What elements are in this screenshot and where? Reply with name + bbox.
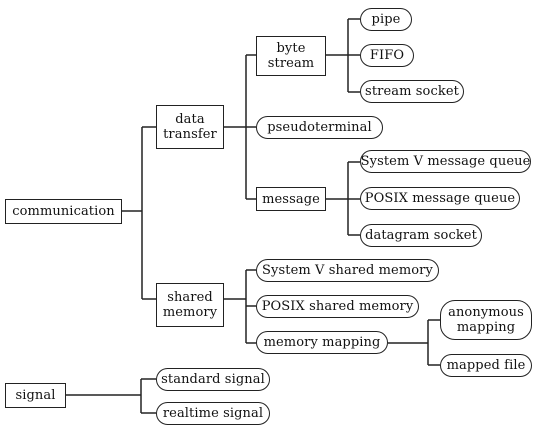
node-system-v-shared-memory-label: System V shared memory: [262, 263, 433, 278]
node-system-v-shared-memory: System V shared memory: [256, 259, 439, 282]
node-communication: communication: [5, 199, 122, 224]
node-mapped-file-label: mapped file: [446, 358, 526, 373]
node-anonymous-mapping-label-line1: anonymous: [448, 305, 524, 320]
node-datagram-socket-label: datagram socket: [365, 228, 477, 243]
node-data-transfer: data transfer: [156, 105, 224, 149]
node-realtime-signal: realtime signal: [156, 402, 270, 425]
node-stream-socket-label: stream socket: [365, 84, 459, 99]
node-realtime-signal-label: realtime signal: [162, 406, 264, 421]
node-fifo-label: FIFO: [369, 48, 405, 63]
node-anonymous-mapping: anonymous mapping: [440, 300, 532, 340]
node-shared-memory-label-line2: memory: [162, 305, 218, 320]
node-memory-mapping-label: memory mapping: [263, 335, 381, 350]
node-standard-signal: standard signal: [156, 368, 270, 391]
node-byte-stream-label-line2: stream: [267, 56, 315, 71]
node-pseudoterminal: pseudoterminal: [256, 116, 383, 139]
node-standard-signal-label: standard signal: [161, 372, 265, 387]
node-shared-memory: shared memory: [156, 283, 224, 327]
node-pipe: pipe: [360, 8, 412, 31]
node-posix-message-queue-label: POSIX message queue: [364, 191, 516, 206]
node-message-label: message: [262, 191, 320, 207]
node-posix-message-queue: POSIX message queue: [360, 187, 520, 210]
node-fifo: FIFO: [360, 44, 414, 67]
node-system-v-message-queue: System V message queue: [360, 150, 531, 173]
node-anonymous-mapping-label-line2: mapping: [456, 320, 516, 335]
node-pipe-label: pipe: [371, 12, 401, 27]
node-message: message: [256, 187, 326, 211]
node-system-v-message-queue-label: System V message queue: [360, 154, 531, 169]
node-data-transfer-label-line2: transfer: [163, 127, 217, 142]
node-signal: signal: [5, 383, 66, 408]
node-mapped-file: mapped file: [440, 354, 532, 377]
node-stream-socket: stream socket: [360, 80, 464, 103]
node-byte-stream: byte stream: [256, 36, 326, 76]
node-posix-shared-memory-label: POSIX shared memory: [261, 299, 414, 314]
node-data-transfer-label-line1: data: [175, 112, 205, 127]
node-signal-label: signal: [15, 388, 56, 403]
node-datagram-socket: datagram socket: [360, 224, 482, 247]
node-memory-mapping: memory mapping: [256, 331, 388, 354]
node-shared-memory-label-line1: shared: [167, 290, 213, 305]
node-posix-shared-memory: POSIX shared memory: [256, 295, 419, 318]
node-communication-label: communication: [12, 204, 115, 219]
node-byte-stream-label-line1: byte: [276, 41, 306, 56]
node-pseudoterminal-label: pseudoterminal: [267, 120, 372, 135]
